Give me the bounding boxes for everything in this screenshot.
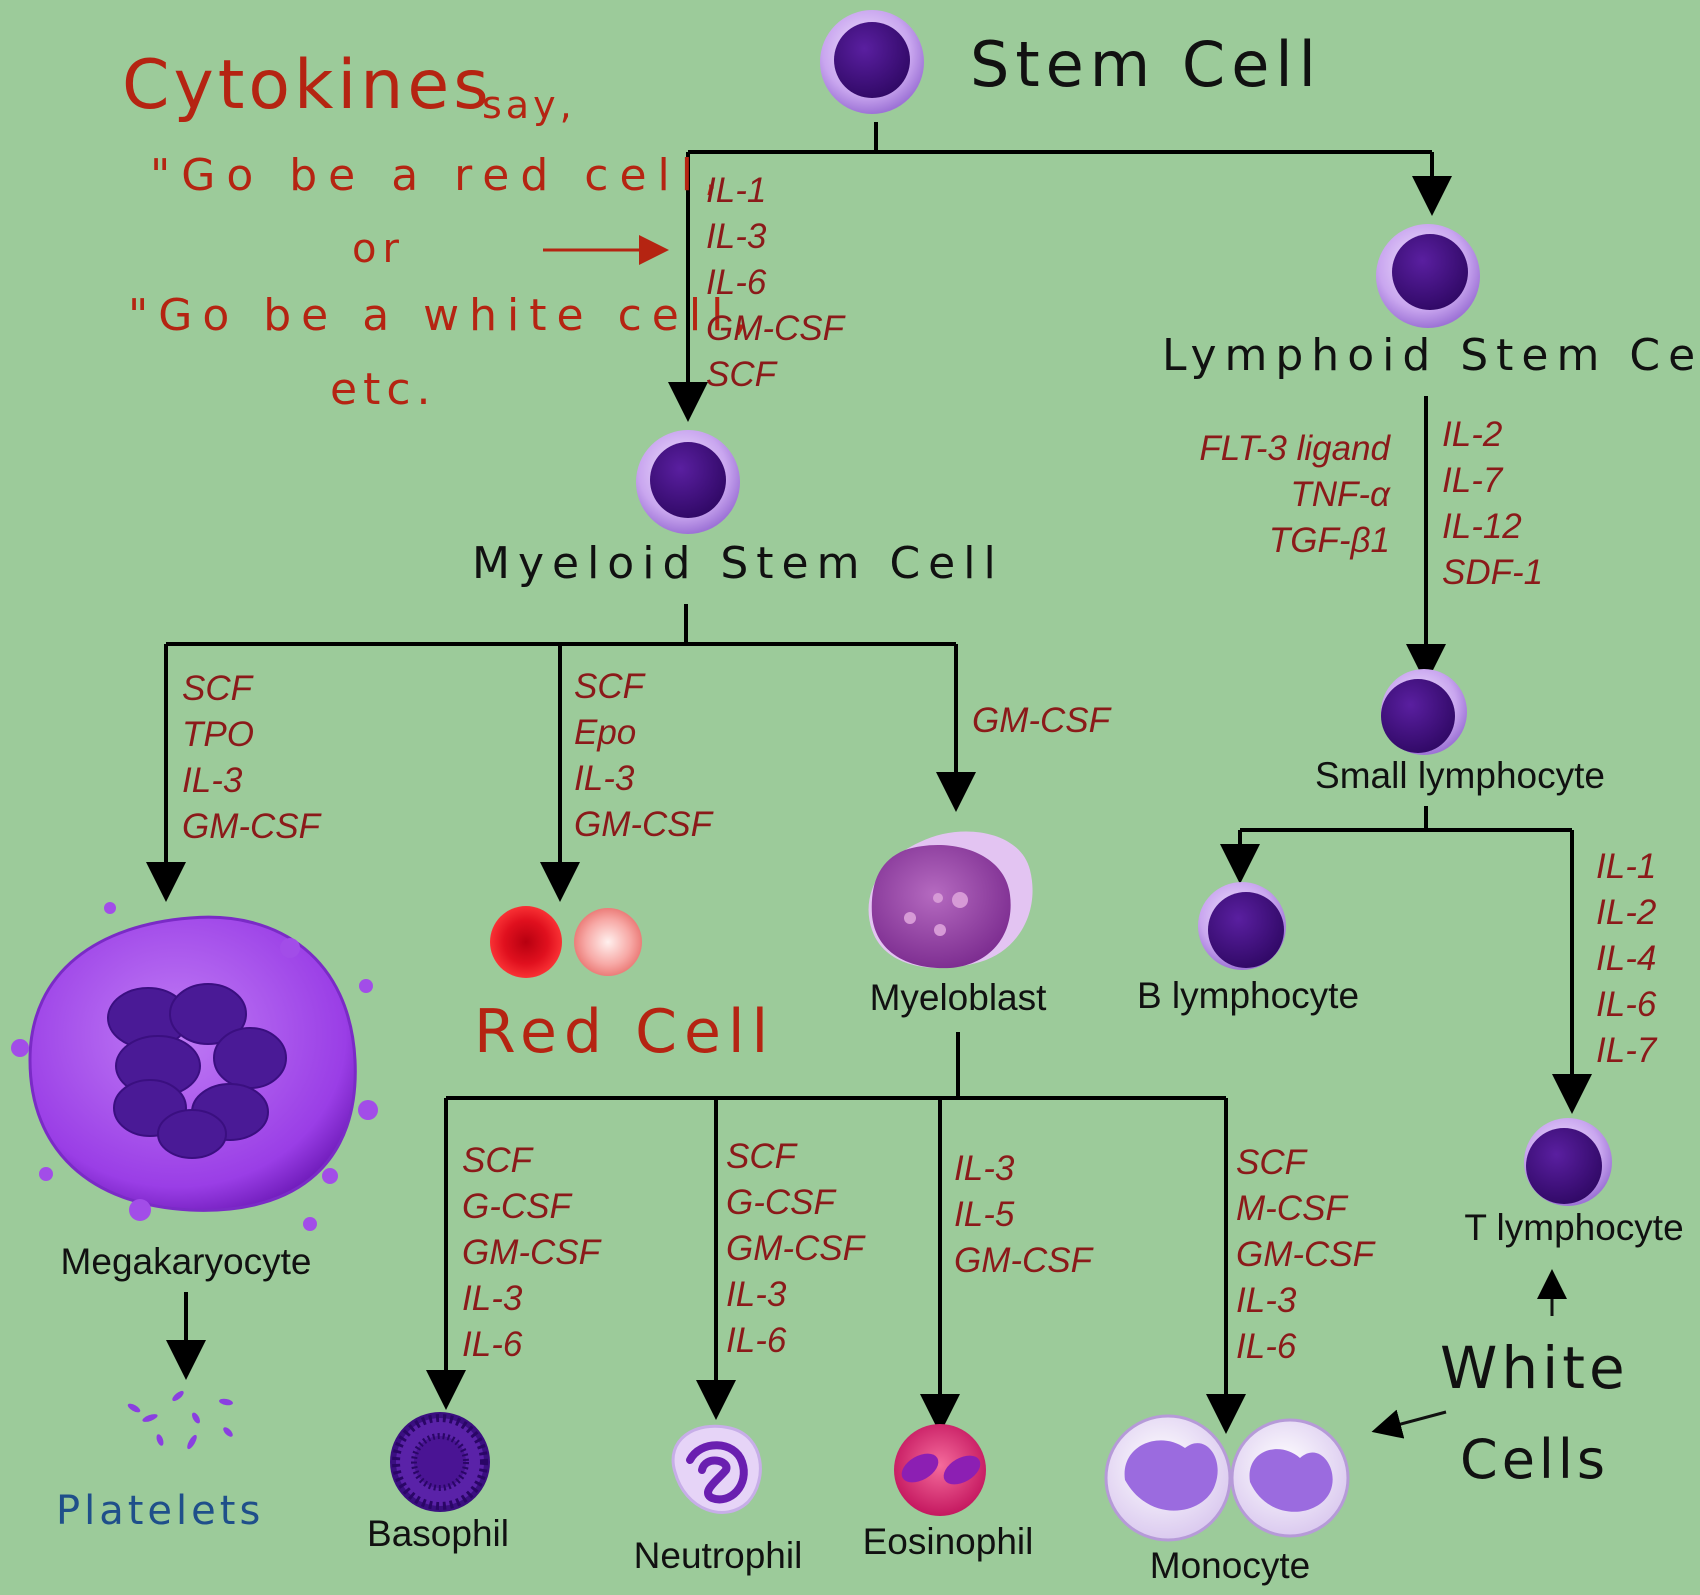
cytokine-label: IL-3 — [574, 759, 635, 798]
note-cytokines: Cytokines — [122, 46, 493, 125]
cytokine-label: G-CSF — [726, 1183, 838, 1222]
stem-cell-label: Stem Cell — [970, 28, 1322, 101]
cytokine-label: SCF — [1236, 1143, 1309, 1182]
cytokine-label: IL-2 — [1442, 415, 1502, 454]
eosinophil-icon — [894, 1424, 986, 1516]
cytokine-label: IL-7 — [1442, 461, 1504, 500]
cytokines-to-eosinophil: IL-3 IL-5 GM-CSF — [954, 1149, 1095, 1280]
red-cell-icon — [490, 906, 642, 978]
cytokine-label: G-CSF — [462, 1187, 574, 1226]
cytokine-label: IL-1 — [706, 171, 766, 210]
megakaryocyte-label: Megakaryocyte — [61, 1241, 312, 1282]
cytokines-lymphoid-right: IL-2 IL-7 IL-12 SDF-1 — [1442, 415, 1543, 592]
cytokine-label: M-CSF — [1236, 1189, 1349, 1228]
cytokine-label: GM-CSF — [182, 807, 323, 846]
white-cells-label-2: Cells — [1460, 1428, 1609, 1491]
b-lymphocyte-label: B lymphocyte — [1137, 975, 1359, 1016]
cytokine-label: SCF — [182, 669, 255, 708]
megakaryocyte-icon — [11, 902, 378, 1231]
t-lymphocyte-icon — [1524, 1118, 1612, 1206]
cytokine-label: IL-3 — [706, 217, 767, 256]
cytokine-label: IL-4 — [1596, 939, 1656, 978]
monocyte-icon — [1104, 1414, 1350, 1542]
b-lymphocyte-icon — [1198, 882, 1286, 970]
cytokines-stem-to-myeloid: IL-1 IL-3 IL-6 GM-CSF SCF — [706, 171, 847, 394]
cytokines-to-neutrophil: SCF G-CSF GM-CSF IL-3 IL-6 — [726, 1137, 867, 1360]
cytokine-label: GM-CSF — [726, 1229, 867, 1268]
cytokine-label: IL-5 — [954, 1195, 1015, 1234]
stem-cell-icon — [820, 10, 924, 114]
cytokine-label: GM-CSF — [972, 701, 1113, 740]
cytokine-label: SCF — [574, 667, 647, 706]
cytokine-label: SCF — [462, 1141, 535, 1180]
cytokine-label: IL-6 — [706, 263, 767, 302]
cytokine-label: TPO — [182, 715, 254, 754]
note-say: say, — [482, 83, 576, 127]
cytokine-label: GM-CSF — [574, 805, 715, 844]
cytokine-label: IL-2 — [1596, 893, 1656, 932]
cytokine-label: IL-12 — [1442, 507, 1522, 546]
cytokines-to-myeloblast: GM-CSF — [972, 701, 1113, 740]
basophil-label: Basophil — [367, 1513, 509, 1554]
lymphoid-stem-cell-label: Lymphoid Stem Cell — [1162, 330, 1700, 381]
basophil-icon — [390, 1412, 490, 1512]
cytokine-label: IL-3 — [726, 1275, 787, 1314]
monocyte-label: Monocyte — [1150, 1545, 1310, 1586]
cytokine-label: TGF-β1 — [1269, 521, 1390, 560]
neutrophil-icon — [671, 1424, 762, 1514]
small-lymphocyte-icon — [1381, 669, 1467, 755]
cytokine-label: IL-6 — [726, 1321, 787, 1360]
cytokine-label: IL-3 — [182, 761, 243, 800]
cytokine-label: IL-1 — [1596, 847, 1656, 886]
cytokine-label: FLT-3 ligand — [1199, 429, 1391, 468]
cytokine-label: SCF — [726, 1137, 799, 1176]
cytokine-label: IL-6 — [462, 1325, 523, 1364]
cytokine-label: SCF — [706, 355, 779, 394]
note-line4: etc. — [330, 364, 437, 415]
note-line1: "Go be a red cell, — [150, 150, 729, 201]
note-line3: "Go be a white cell, — [128, 290, 757, 341]
cytokine-label: IL-7 — [1596, 1031, 1658, 1070]
cytokine-label: IL-3 — [462, 1279, 523, 1318]
cytokines-to-t-lymphocyte: IL-1 IL-2 IL-4 IL-6 IL-7 — [1596, 847, 1658, 1070]
myeloid-stem-cell-label: Myeloid Stem Cell — [472, 538, 1004, 589]
cytokine-note: Cytokines say, "Go be a red cell, or "Go… — [122, 46, 757, 415]
red-cell-label: Red Cell — [474, 997, 775, 1067]
cytokine-label: Epo — [574, 713, 636, 752]
myeloblast-label: Myeloblast — [870, 977, 1048, 1018]
cytokines-to-basophil: SCF G-CSF GM-CSF IL-3 IL-6 — [462, 1141, 603, 1364]
cytokine-label: IL-3 — [1236, 1281, 1297, 1320]
platelets-icon — [127, 1390, 233, 1450]
cytokine-label: SDF-1 — [1442, 553, 1543, 592]
cytokines-lymphoid-left: FLT-3 ligand TNF-α TGF-β1 — [1199, 429, 1391, 560]
cytokine-label: GM-CSF — [706, 309, 847, 348]
white-cells-label-1: White — [1440, 1334, 1629, 1402]
eosinophil-label: Eosinophil — [863, 1521, 1034, 1562]
cytokine-label: GM-CSF — [462, 1233, 603, 1272]
platelets-label: Platelets — [56, 1488, 264, 1534]
cytokine-label: IL-6 — [1596, 985, 1657, 1024]
cytokine-label: GM-CSF — [954, 1241, 1095, 1280]
myeloid-stem-cell-icon — [636, 430, 740, 534]
white-cells-arrow-left — [1371, 1409, 1447, 1439]
cytokine-label: IL-3 — [954, 1149, 1015, 1188]
cytokine-label: GM-CSF — [1236, 1235, 1377, 1274]
t-lymphocyte-label: T lymphocyte — [1464, 1207, 1683, 1248]
lymphoid-stem-cell-icon — [1376, 224, 1480, 328]
cytokine-label: TNF-α — [1290, 475, 1391, 514]
cytokines-to-monocyte: SCF M-CSF GM-CSF IL-3 IL-6 — [1236, 1143, 1377, 1366]
note-line2: or — [352, 226, 405, 272]
small-lymphocyte-label: Small lymphocyte — [1315, 755, 1605, 796]
connectors — [146, 122, 1592, 1439]
cytokine-label: IL-6 — [1236, 1327, 1297, 1366]
myeloblast-icon — [868, 831, 1033, 969]
neutrophil-label: Neutrophil — [634, 1535, 803, 1576]
cytokines-to-red-cell: SCF Epo IL-3 GM-CSF — [574, 667, 715, 844]
cytokines-to-megakaryocyte: SCF TPO IL-3 GM-CSF — [182, 669, 323, 846]
